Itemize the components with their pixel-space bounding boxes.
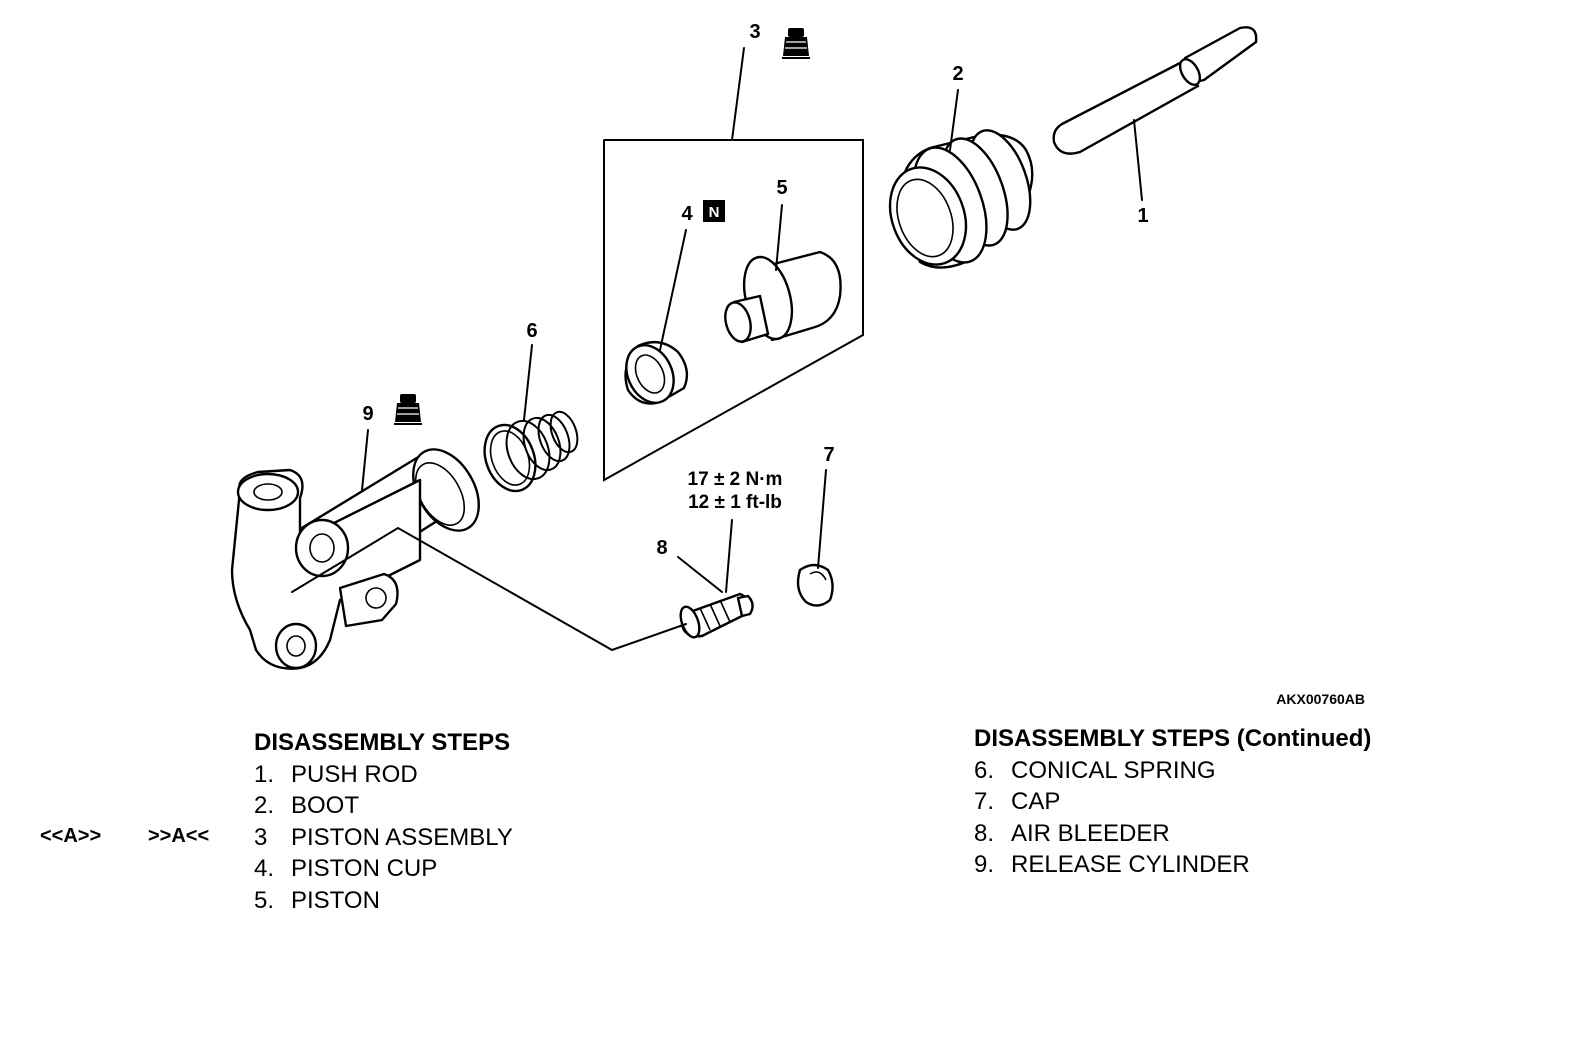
leader-2 (949, 89, 959, 151)
leader-3 (731, 47, 745, 141)
step-label: CONICAL SPRING (1011, 756, 1216, 784)
piston-cup-part (624, 340, 689, 405)
step-number: 1. (254, 760, 275, 788)
step-number: 2. (254, 792, 275, 819)
list-item: 5. PISTON (254, 885, 513, 917)
list-item: 6. CONICAL SPRING (974, 755, 1371, 787)
leader-4 (659, 229, 687, 351)
list-item: 9. RELEASE CYLINDER (974, 849, 1371, 881)
new-part-mark: N (709, 204, 720, 221)
piston-assembly-frame (603, 139, 864, 482)
conical-spring-part (483, 410, 579, 493)
torque-imperial: 12 ± 1 ft-lb (688, 492, 782, 513)
list-item: 1. PUSH ROD (254, 759, 513, 791)
disassembly-steps-continued-list: DISASSEMBLY STEPS (Continued) 6. CONICAL… (974, 723, 1371, 881)
release-cylinder-part (230, 448, 480, 670)
figure-id: AKX00760AB (1276, 691, 1365, 707)
list-item: 7. CAP (974, 786, 1371, 818)
callout-2: 2 (952, 63, 963, 85)
step-number: 6. (974, 756, 995, 784)
callout-4: 4 (681, 203, 693, 225)
leader-lines (291, 47, 1143, 652)
leader-6 (523, 344, 533, 421)
step-number: 8. (974, 819, 995, 847)
boot-part (888, 129, 1034, 269)
removal-service-mark: <<A>> (40, 825, 102, 847)
leader-8 (677, 556, 723, 593)
piston-part (724, 250, 842, 344)
callout-3: 3 (749, 21, 760, 43)
cap-part (796, 563, 834, 607)
list-item: 4. PISTON CUP (254, 853, 513, 885)
step-label: CAP (1011, 788, 1061, 815)
step-number: 4. (254, 855, 275, 882)
leader-1 (1133, 119, 1143, 201)
callout-5: 5 (776, 177, 787, 199)
steps-heading: DISASSEMBLY STEPS (Continued) (974, 725, 1372, 752)
step-label: PUSH ROD (291, 760, 418, 788)
step-label: AIR BLEEDER (1011, 819, 1170, 847)
callout-7: 7 (823, 444, 834, 466)
leader-7 (817, 469, 827, 569)
step-label: PISTON ASSEMBLY (291, 823, 513, 851)
list-item: 8. AIR BLEEDER (974, 818, 1371, 850)
step-label: BOOT (291, 792, 360, 819)
step-number: 5. (254, 886, 275, 914)
step-number: 7. (974, 788, 995, 815)
callout-8: 8 (656, 537, 667, 559)
leader-9 (361, 429, 369, 491)
push-rod-part (1052, 26, 1258, 155)
leader-bleeder-port (291, 526, 687, 652)
step-label: RELEASE CYLINDER (1011, 851, 1250, 878)
callout-9: 9 (362, 403, 373, 425)
torque-metric: 17 ± 2 N·m (688, 469, 783, 490)
callout-1: 1 (1137, 205, 1148, 227)
steps-heading: DISASSEMBLY STEPS (254, 729, 511, 756)
list-item: 2. BOOT (254, 790, 513, 822)
step-number: 3 (254, 823, 268, 851)
step-number: 9. (974, 851, 995, 878)
new-part-icon: N (703, 200, 725, 222)
grease-icon (393, 393, 423, 425)
step-label: PISTON (291, 886, 380, 914)
air-bleeder-part (679, 592, 754, 639)
installation-service-mark: >>A<< (148, 825, 210, 847)
callout-6: 6 (526, 320, 537, 342)
list-item: 3 PISTON ASSEMBLY (254, 822, 513, 854)
leader-5 (775, 204, 783, 271)
step-label: PISTON CUP (291, 855, 438, 882)
grease-icon (781, 27, 811, 59)
leader-torque (725, 519, 733, 593)
disassembly-steps-list: DISASSEMBLY STEPS 1. PUSH ROD 2. BOOT 3 … (254, 727, 513, 916)
